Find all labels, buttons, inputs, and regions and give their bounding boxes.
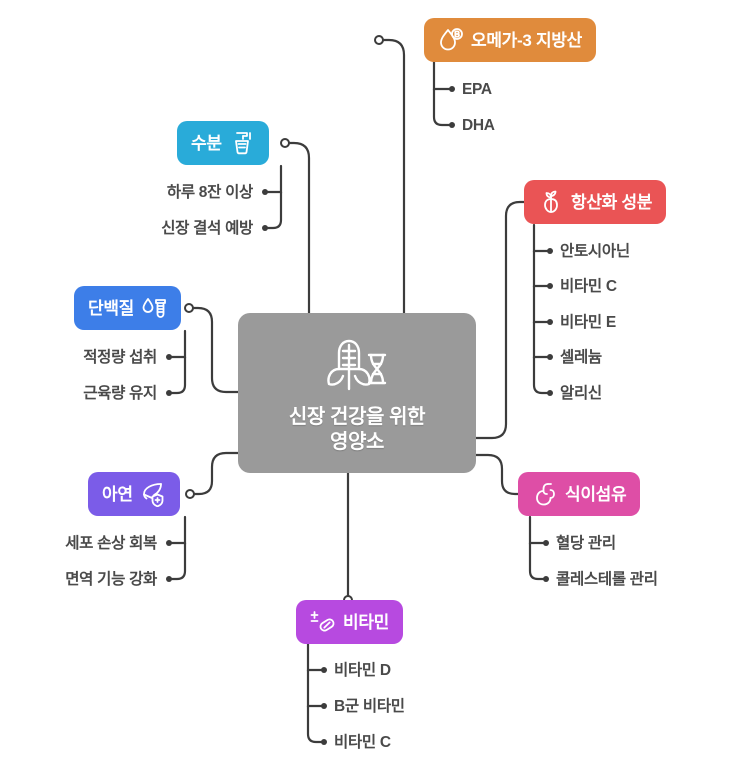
leaf-label: 비타민 D [334,662,391,679]
branch-label-omega3: 오메가-3 지방산 [471,30,582,50]
branch-label-vitamin: 비타민 [343,612,390,632]
leaf-label: 적정량 섭취 [83,349,157,366]
leaf-zinc-0[interactable]: 세포 손상 회복 [65,536,157,552]
wire-omega3-child-0 [432,60,452,91]
leaf-label: 혈당 관리 [556,535,616,552]
wire-omega3-child-1 [432,87,452,127]
wire-fiber-child-1 [528,541,546,581]
leaf-fiber-0[interactable]: 혈당 관리 [556,536,616,552]
sprout-berry-icon [538,189,564,215]
wire-central-water [284,141,311,315]
branch-node-vitamin[interactable]: 비타민 [296,600,404,644]
pill-plus-icon [310,609,336,635]
branch-node-zinc[interactable]: 아연 [88,472,180,516]
leaf-water-1[interactable]: 신장 결석 예방 [161,221,253,237]
branch-node-omega3[interactable]: 오메가-3 지방산 [424,18,596,62]
central-title-line-2: 영양소 [329,431,384,453]
leaf-label: 세포 손상 회복 [65,535,157,552]
wire-central-fiber [474,453,525,496]
wire-central-zinc [189,451,240,496]
branch-label-fiber: 식이섬유 [565,484,627,504]
wire-water-child-1 [265,190,283,230]
central-node[interactable]: 신장 건강을 위한 영양소 [238,313,476,473]
wire-vitamin-child-1 [306,668,324,708]
branch-node-protein[interactable]: 단백질 [74,286,182,330]
branch-node-antioxidant[interactable]: 항산화 성분 [524,180,667,224]
wire-water-child-0 [265,164,283,194]
leaf-fiber-1[interactable]: 콜레스테롤 관리 [556,572,658,588]
leaf-label: EPA [462,81,492,98]
wire-antiox-child-3 [532,320,550,359]
leaf-antioxidant-3[interactable]: 셀레늄 [560,350,602,366]
leaf-omega3-1[interactable]: DHA [462,118,495,134]
wire-protein-child-1 [169,355,187,395]
leaf-label: 비타민 C [560,278,617,295]
wire-antiox-child-4 [532,355,550,395]
leaf-label: 셀레늄 [560,349,602,366]
leaf-omega3-0[interactable]: EPA [462,82,492,98]
branch-label-antioxidant: 항산화 성분 [571,192,653,212]
branch-node-water[interactable]: 수분 [177,121,269,165]
wire-antiox-child-2 [532,284,550,324]
leaf-protein-0[interactable]: 적정량 섭취 [83,350,157,366]
wire-central-omega3 [378,38,406,315]
leaf-zinc-1[interactable]: 면역 기능 강화 [65,572,157,588]
wire-protein-child-0 [169,329,187,359]
leaf-label: 알리신 [560,385,602,402]
leaf-water-0[interactable]: 하루 8잔 이상 [167,185,253,201]
leaf-label: 근육량 유지 [83,385,157,402]
leaf-vitamin-1[interactable]: B군 비타민 [334,699,405,715]
wire-antiox-child-1 [532,249,550,288]
wire-central-antioxidant [474,200,530,440]
droplet-tube-icon [141,295,167,321]
wire-vitamin-child-0 [306,642,324,672]
droplet-b-icon [438,27,464,53]
central-node-title: 신장 건강을 위한 영양소 [288,405,426,455]
leaf-label: 비타민 C [334,734,391,751]
wire-central-protein [188,306,240,394]
stomach-icon [532,481,558,507]
branch-label-water: 수분 [191,133,222,153]
wire-zinc-child-0 [169,515,187,545]
leaf-vitamin-2[interactable]: 비타민 C [334,735,391,751]
branch-node-fiber[interactable]: 식이섬유 [518,472,641,516]
leaf-label: 신장 결석 예방 [161,220,253,237]
central-title-line-1: 신장 건강을 위한 [288,406,426,428]
wire-fiber-child-0 [528,515,546,545]
wire-vitamin-child-2 [306,704,324,744]
wire-zinc-child-1 [169,541,187,581]
leaf-label: 비타민 E [560,314,616,331]
branch-label-zinc: 아연 [102,484,133,504]
leaf-shield-icon [140,481,166,507]
corn-dna-icon [321,331,393,403]
faucet-glass-icon [229,130,255,156]
leaf-label: DHA [462,117,495,134]
leaf-antioxidant-2[interactable]: 비타민 E [560,315,616,331]
leaf-antioxidant-0[interactable]: 안토시아닌 [560,244,630,260]
leaf-label: B군 비타민 [334,698,405,715]
leaf-protein-1[interactable]: 근육량 유지 [83,386,157,402]
leaf-label: 콜레스테롤 관리 [556,571,658,588]
leaf-label: 하루 8잔 이상 [166,184,253,201]
leaf-antioxidant-4[interactable]: 알리신 [560,386,602,402]
branch-label-protein: 단백질 [88,298,135,318]
leaf-vitamin-0[interactable]: 비타민 D [334,663,391,679]
leaf-label: 면역 기능 강화 [65,571,157,588]
leaf-antioxidant-1[interactable]: 비타민 C [560,279,617,295]
leaf-label: 안토시아닌 [560,243,630,260]
wire-antiox-child-0 [532,223,550,253]
